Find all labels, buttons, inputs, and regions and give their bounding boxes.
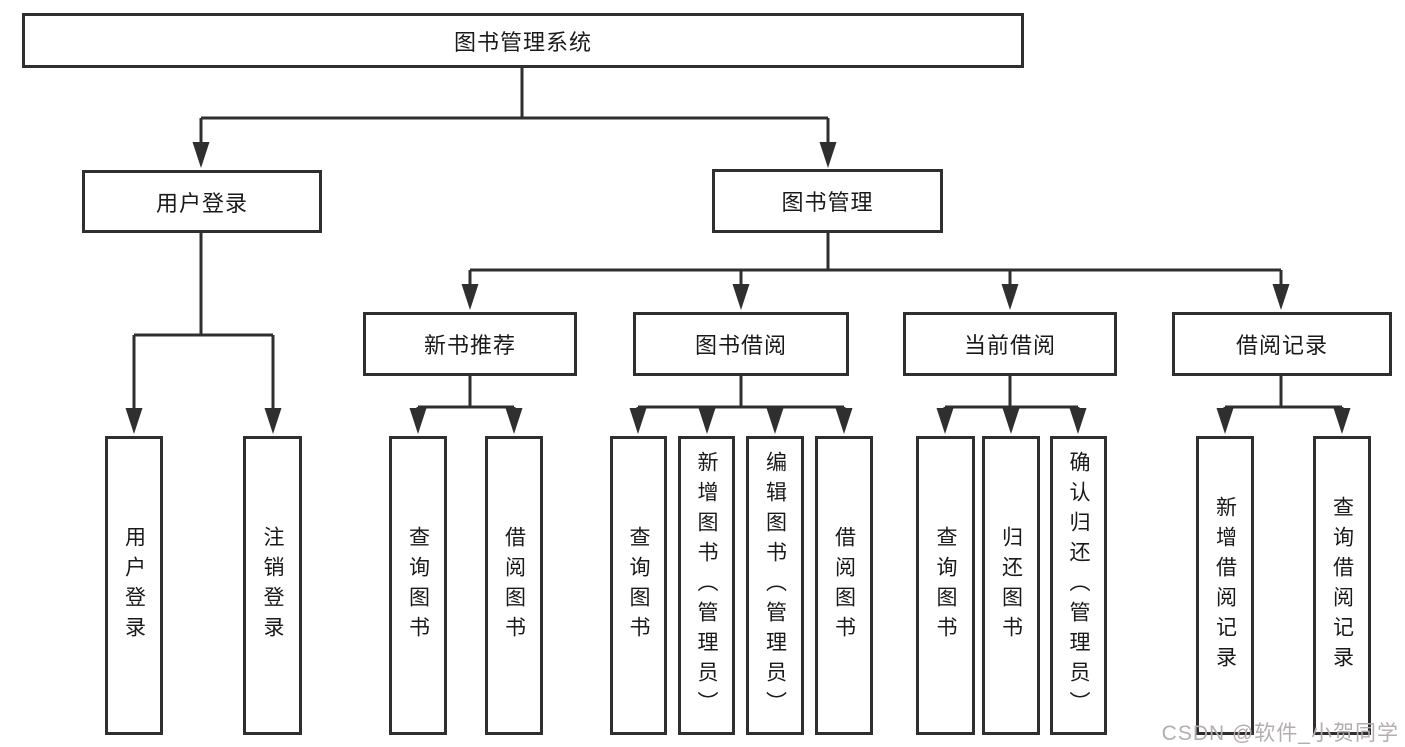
leaf-add-borrow-record: 新增借阅记录 <box>1196 436 1254 735</box>
node-root-label: 图书管理系统 <box>453 29 592 55</box>
node-label: 借阅记录 <box>1235 333 1328 358</box>
leaf-edit-books-admin: 编辑图书（管理员） <box>746 436 804 735</box>
leaf-borrow-books: 借阅图书 <box>815 436 873 735</box>
leaf-label: 查询图书 <box>934 525 957 646</box>
leaf-add-books-admin: 新增图书（管理员） <box>678 436 735 735</box>
node-new-book-recommend: 新书推荐 <box>363 312 577 376</box>
node-root-system: 图书管理系统 <box>22 13 1024 68</box>
leaf-label: 编辑图书（管理员） <box>763 450 787 721</box>
node-current-borrow: 当前借阅 <box>903 312 1117 376</box>
leaf-label: 借阅图书 <box>502 525 526 646</box>
leaf-query-borrow-record: 查询借阅记录 <box>1313 436 1371 735</box>
leaf-label: 归还图书 <box>999 525 1023 646</box>
leaf-label: 查询借阅记录 <box>1330 495 1354 676</box>
leaf-query-books-recommend: 查询图书 <box>389 436 447 735</box>
leaf-return-books: 归还图书 <box>982 436 1040 735</box>
node-borrow-records: 借阅记录 <box>1172 312 1392 376</box>
node-label: 图书管理 <box>781 190 874 215</box>
leaf-user-login: 用户登录 <box>105 436 163 735</box>
leaf-label: 注销登录 <box>261 525 284 646</box>
leaf-label: 新增图书（管理员） <box>695 450 718 721</box>
leaf-confirm-return-admin: 确认归还（管理员） <box>1050 436 1107 735</box>
leaf-label: 查询图书 <box>406 525 430 646</box>
leaf-label: 用户登录 <box>122 525 146 646</box>
leaf-label: 借阅图书 <box>832 525 856 646</box>
node-book-management-branch: 图书管理 <box>712 169 943 233</box>
node-label: 新书推荐 <box>423 333 516 358</box>
node-book-borrow: 图书借阅 <box>633 312 849 376</box>
csdn-watermark: CSDN @软件_小贺同学 <box>1161 722 1399 745</box>
leaf-query-books-current: 查询图书 <box>916 436 975 735</box>
node-label: 当前借阅 <box>963 333 1056 358</box>
leaf-borrow-books-recommend: 借阅图书 <box>485 436 543 735</box>
leaf-label: 确认归还（管理员） <box>1067 450 1090 721</box>
node-label: 图书借阅 <box>694 333 787 358</box>
node-label: 用户登录 <box>155 190 248 216</box>
leaf-query-books-borrow: 查询图书 <box>610 436 667 735</box>
leaf-logout: 注销登录 <box>243 436 302 735</box>
leaf-label: 查询图书 <box>627 525 650 646</box>
leaf-label: 新增借阅记录 <box>1213 495 1237 676</box>
node-user-login-branch: 用户登录 <box>82 170 322 233</box>
